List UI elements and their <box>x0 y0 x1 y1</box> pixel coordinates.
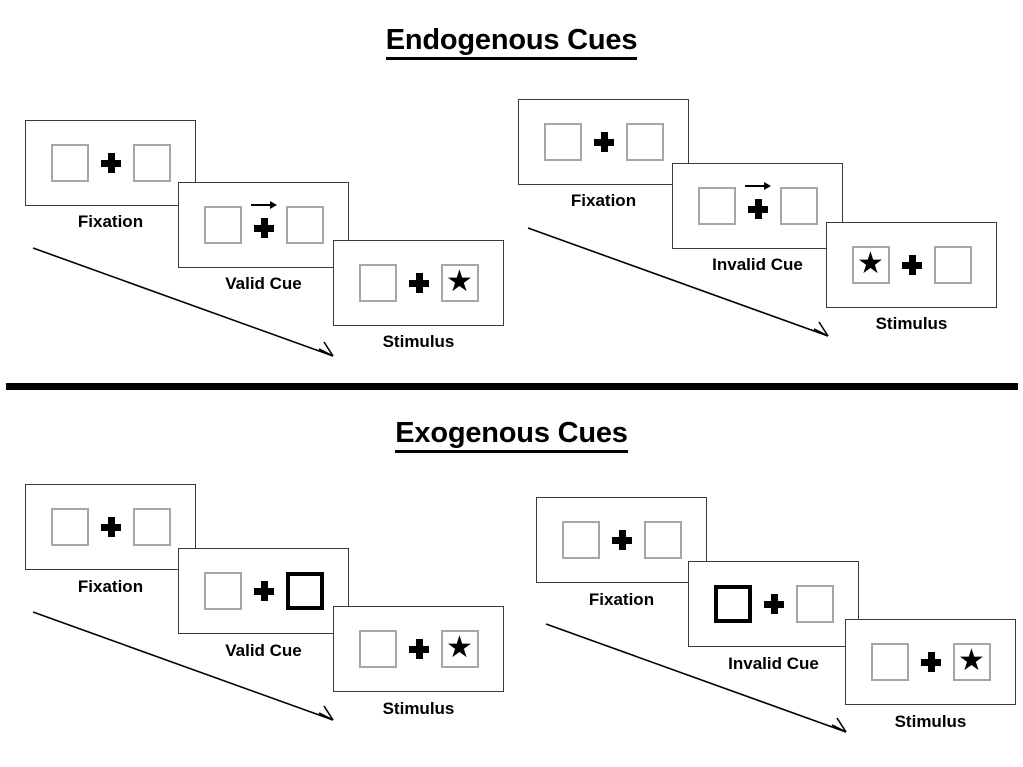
caption-endogenous-valid-stimulus: Stimulus <box>382 332 455 351</box>
fixation-cross-icon <box>593 132 614 152</box>
fixation-center <box>89 141 133 185</box>
panel-endogenous-valid-fixation <box>25 120 196 206</box>
fixation-cross-icon <box>408 639 429 659</box>
star-icon: ★ <box>958 644 985 677</box>
caption-endogenous-valid-cue: Valid Cue <box>225 274 302 293</box>
panel-content <box>179 183 348 267</box>
caption-exogenous-valid-cue: Valid Cue <box>225 641 302 660</box>
slot-left <box>561 521 600 559</box>
panel-content: ★ <box>334 607 503 691</box>
slot-right: ★ <box>952 643 991 681</box>
fixation-cross-icon <box>100 153 121 173</box>
caption-endogenous-invalid-stimulus: Stimulus <box>875 314 948 333</box>
fixation-cross-icon <box>747 198 768 219</box>
panel-exogenous-invalid-stimulus: ★ <box>845 619 1016 705</box>
slot-left-cued <box>713 585 752 623</box>
fixation-cross-icon <box>408 273 429 293</box>
panel-content <box>26 485 195 569</box>
fixation-center <box>89 505 133 549</box>
panel-exogenous-invalid-cue <box>688 561 859 647</box>
fixation-center <box>397 627 441 671</box>
panel-content: ★ <box>334 241 503 325</box>
fixation-center <box>397 261 441 305</box>
panel-content <box>179 549 348 633</box>
panel-content <box>26 121 195 205</box>
fixation-center <box>890 243 934 287</box>
panel-exogenous-valid-cue <box>178 548 349 634</box>
cue-arrow-right-icon <box>250 200 277 210</box>
caption-endogenous-invalid-cue: Invalid Cue <box>712 255 803 274</box>
slot-right <box>285 206 324 244</box>
fixation-cross-icon <box>920 652 941 672</box>
panel-content <box>689 562 858 646</box>
panel-exogenous-invalid-fixation <box>536 497 707 583</box>
fixation-cross-icon <box>611 530 632 550</box>
slot-left <box>870 643 909 681</box>
slot-right <box>132 144 171 182</box>
panel-exogenous-valid-stimulus: ★ <box>333 606 504 692</box>
fixation-center <box>909 640 953 684</box>
panel-endogenous-invalid-stimulus: ★ <box>826 222 997 308</box>
star-icon: ★ <box>857 247 884 280</box>
slot-left <box>203 206 242 244</box>
cue-arrow-right-icon <box>744 181 771 191</box>
slot-right <box>625 123 664 161</box>
slot-left <box>203 572 242 610</box>
slot-left <box>50 144 89 182</box>
fixation-cross-icon <box>763 594 784 614</box>
section-title-exogenous-text: Exogenous Cues <box>395 417 628 453</box>
section-title-endogenous-text: Endogenous Cues <box>385 24 637 60</box>
caption-exogenous-invalid-fixation: Fixation <box>588 590 655 609</box>
caption-exogenous-invalid-stimulus: Stimulus <box>894 712 967 731</box>
slot-left: ★ <box>851 246 890 284</box>
panel-endogenous-valid-cue <box>178 182 349 268</box>
star-icon: ★ <box>446 631 473 664</box>
slot-right <box>643 521 682 559</box>
slot-left <box>543 123 582 161</box>
panel-content: ★ <box>827 223 996 307</box>
caption-exogenous-invalid-cue: Invalid Cue <box>728 654 819 673</box>
panel-exogenous-valid-fixation <box>25 484 196 570</box>
slot-right <box>132 508 171 546</box>
slot-right: ★ <box>440 630 479 668</box>
slot-right <box>779 187 818 225</box>
panel-endogenous-invalid-cue <box>672 163 843 249</box>
star-icon: ★ <box>446 265 473 298</box>
slot-right <box>795 585 834 623</box>
section-divider <box>6 383 1018 390</box>
caption-endogenous-invalid-fixation: Fixation <box>570 191 637 210</box>
slot-right: ★ <box>440 264 479 302</box>
fixation-cross-icon <box>253 217 274 238</box>
slot-left <box>358 630 397 668</box>
fixation-cross-icon <box>100 517 121 537</box>
slot-left <box>50 508 89 546</box>
caption-exogenous-valid-fixation: Fixation <box>77 577 144 596</box>
fixation-center <box>752 582 796 626</box>
panel-endogenous-invalid-fixation <box>518 99 689 185</box>
panel-content <box>537 498 706 582</box>
panel-content <box>673 164 842 248</box>
fixation-center <box>736 181 780 228</box>
section-title-exogenous: Exogenous Cues <box>0 417 1023 453</box>
fixation-center <box>242 200 286 247</box>
slot-right <box>933 246 972 284</box>
fixation-center <box>242 569 286 613</box>
caption-endogenous-valid-fixation: Fixation <box>77 212 144 231</box>
fixation-cross-icon <box>901 255 922 275</box>
panel-content: ★ <box>846 620 1015 704</box>
panel-endogenous-valid-stimulus: ★ <box>333 240 504 326</box>
caption-exogenous-valid-stimulus: Stimulus <box>382 699 455 718</box>
fixation-center <box>582 120 626 164</box>
section-title-endogenous: Endogenous Cues <box>0 24 1023 60</box>
slot-left <box>358 264 397 302</box>
fixation-center <box>600 518 644 562</box>
panel-content <box>519 100 688 184</box>
slot-right-cued <box>285 572 324 610</box>
fixation-cross-icon <box>253 581 274 601</box>
slot-left <box>697 187 736 225</box>
